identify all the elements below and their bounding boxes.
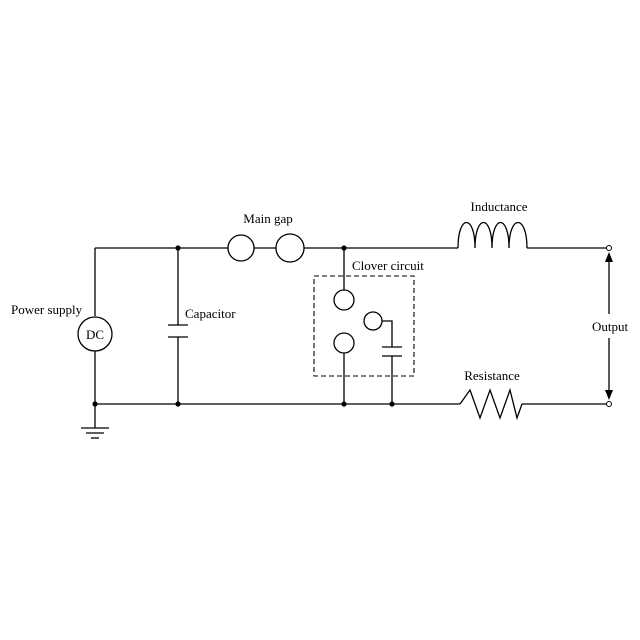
output-arrow-down-icon	[605, 390, 613, 400]
clover-gap-bottom	[334, 333, 354, 353]
main-gap-electrode-right	[276, 234, 304, 262]
ground-symbol	[81, 404, 109, 438]
output-terminal-top	[607, 246, 612, 251]
clover-circuit-label: Clover circuit	[352, 258, 424, 273]
dc-label: DC	[86, 327, 104, 342]
capacitor: Capacitor	[168, 248, 236, 404]
power-supply-label: Power supply	[11, 302, 83, 317]
clover-gap-side	[364, 312, 382, 330]
clover-circuit-box	[314, 276, 414, 376]
resistor: Resistance	[460, 368, 522, 418]
main-gap: Main gap	[228, 211, 304, 262]
output-label: Output	[592, 319, 629, 334]
junction-dot	[389, 401, 394, 406]
inductance-label: Inductance	[470, 199, 527, 214]
junction-dot	[341, 245, 346, 250]
resistance-label: Resistance	[464, 368, 520, 383]
junction-dot	[341, 401, 346, 406]
junction-dot	[92, 401, 97, 406]
inductor: Inductance	[458, 199, 528, 248]
main-gap-label: Main gap	[243, 211, 292, 226]
output-arrow-up-icon	[605, 252, 613, 262]
junction-dot	[175, 245, 180, 250]
capacitor-label: Capacitor	[185, 306, 236, 321]
main-gap-electrode-left	[228, 235, 254, 261]
junction-dot	[175, 401, 180, 406]
clover-gap-top	[334, 290, 354, 310]
junctions	[92, 245, 394, 406]
output: Output	[592, 246, 629, 407]
power-supply: DC Power supply	[11, 248, 112, 404]
clover-circuit: Clover circuit	[314, 248, 424, 404]
output-terminal-bottom	[607, 402, 612, 407]
